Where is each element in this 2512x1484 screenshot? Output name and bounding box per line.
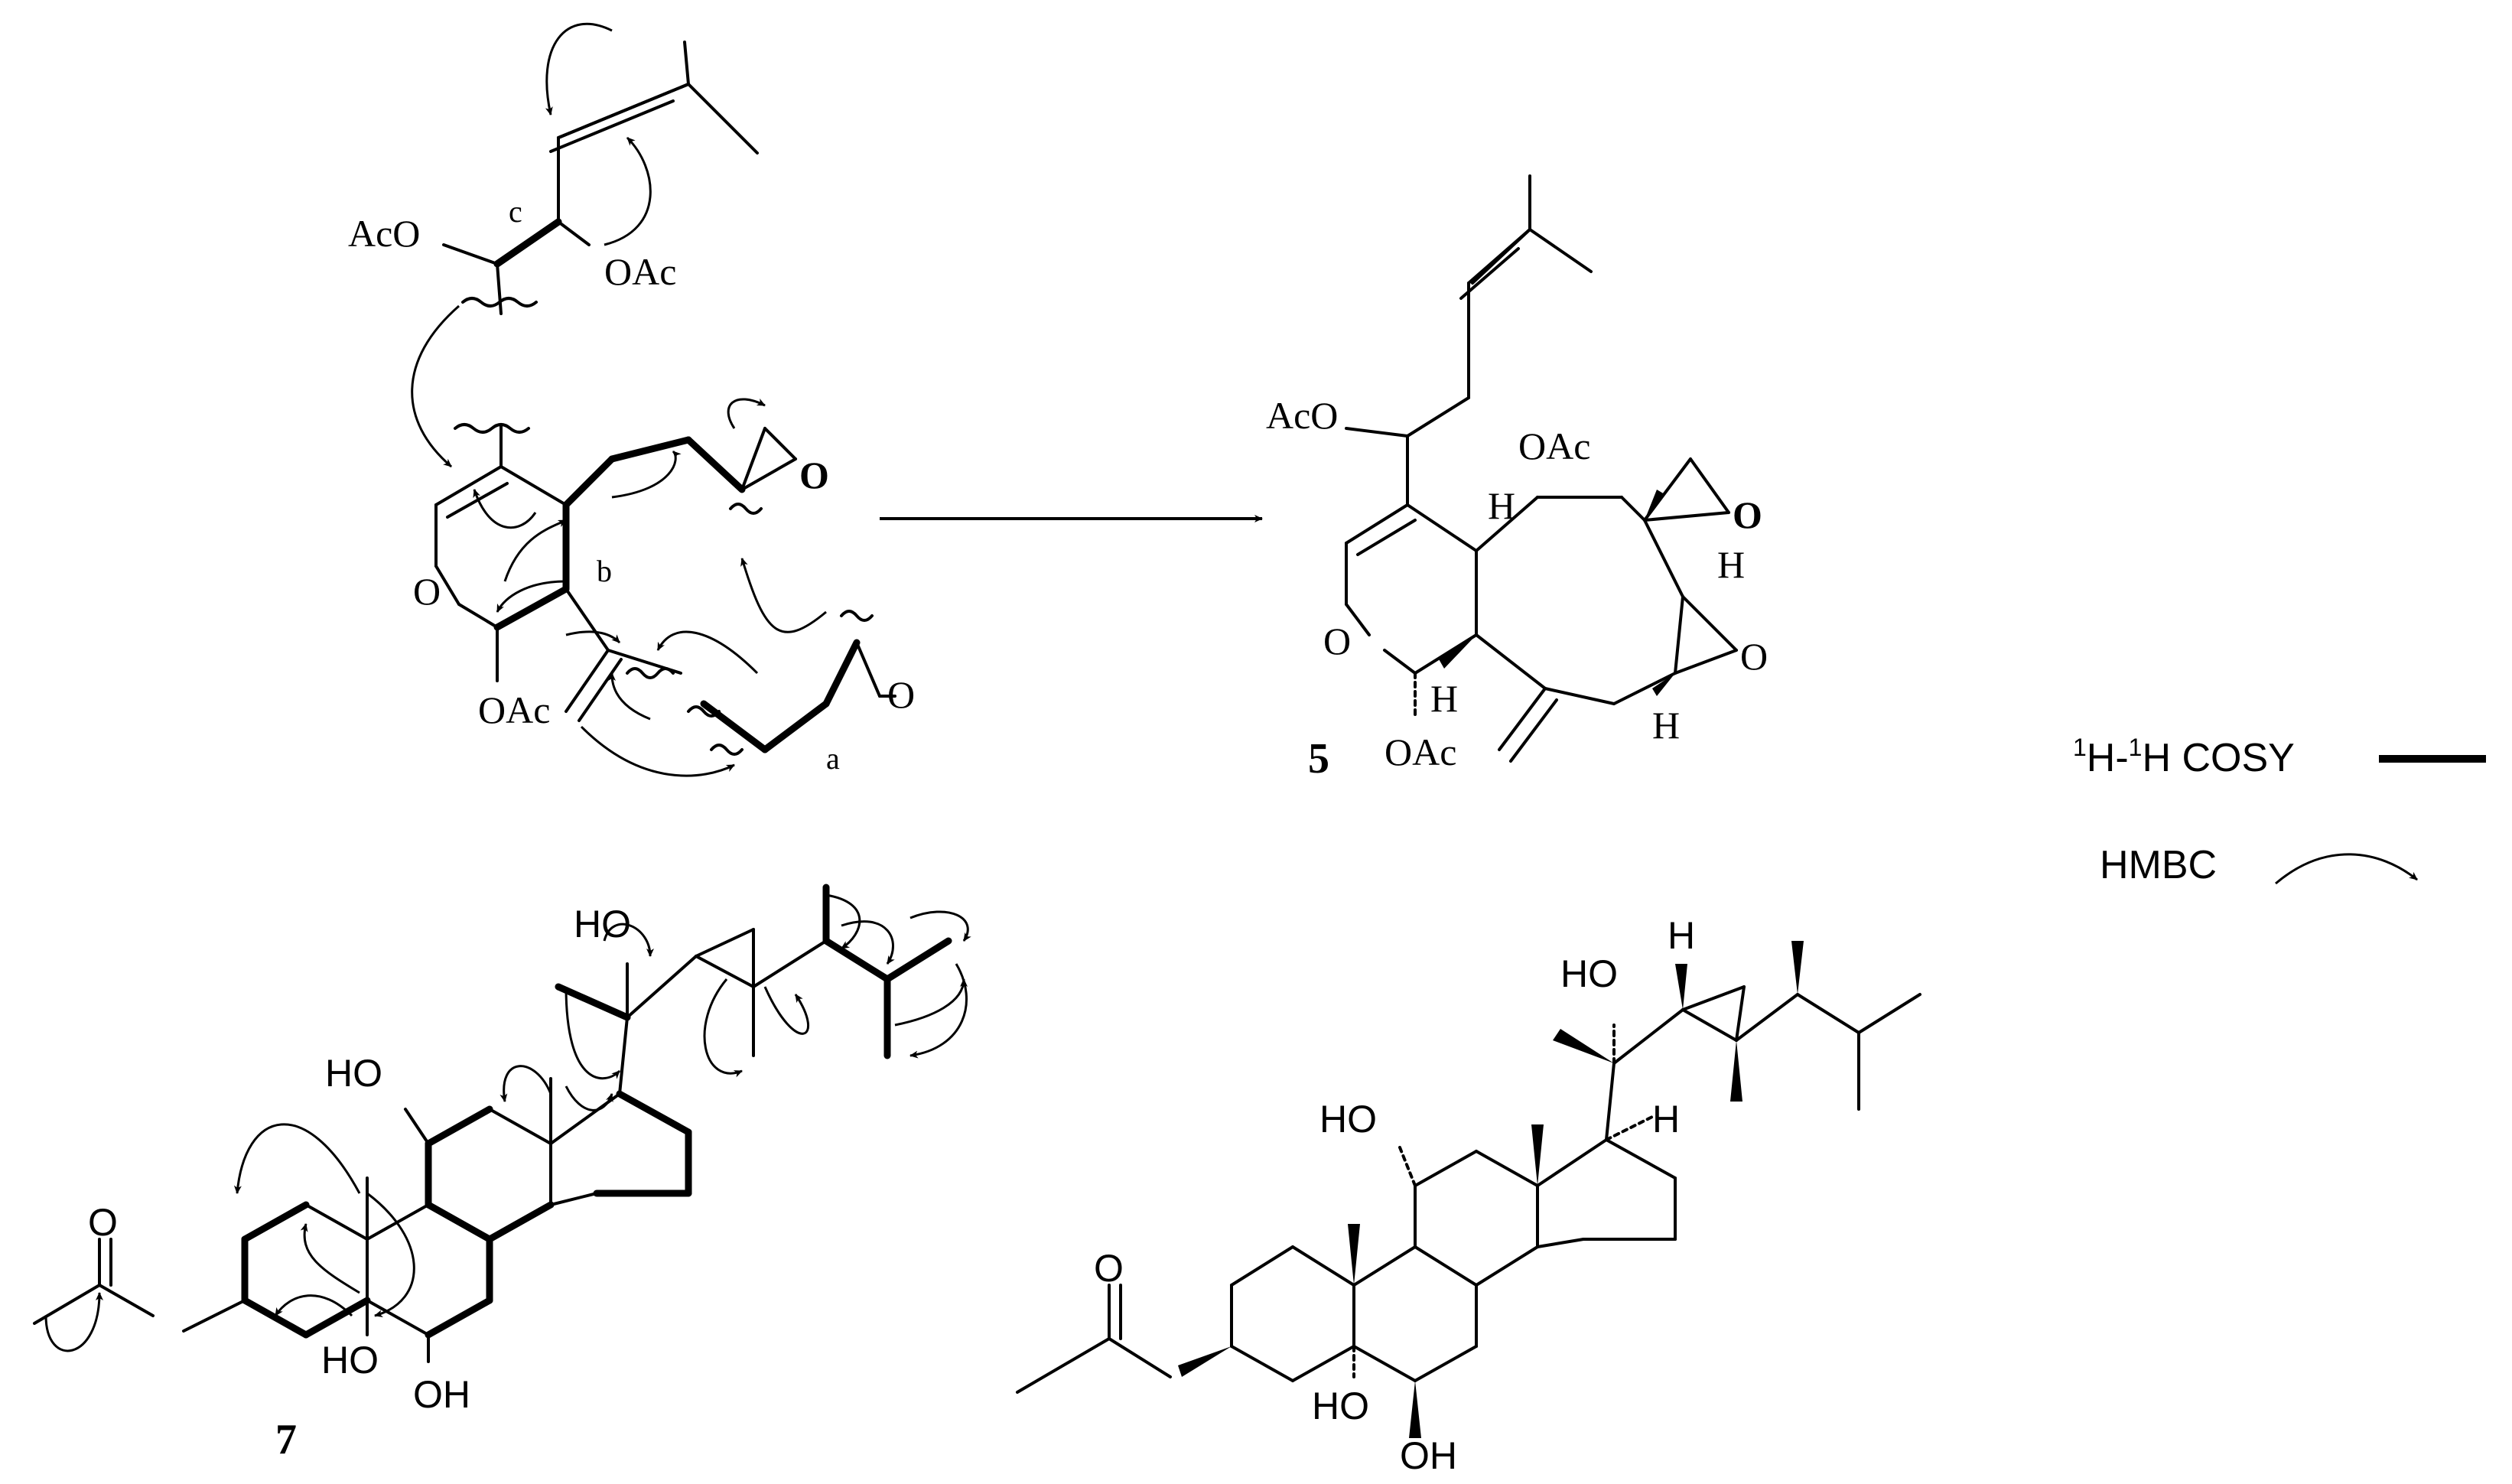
compound-5-number: 5 [1308,735,1329,783]
h-5-b: H [1717,543,1745,586]
compound-7-number: 7 [275,1416,297,1463]
compound-7-labels: HO HO O HO OH 7 [88,903,631,1463]
h-5-d: H [1652,704,1680,747]
cosy-h1: H- [2087,736,2129,780]
o-5-epoxide: O [1733,493,1762,536]
cosy-sup2: 1 [2129,734,2143,761]
cosy-sup1: 1 [2073,734,2087,761]
hmbc-arrows-compound-7 [44,893,971,1352]
compound-5-structure [1345,174,1738,763]
o-r-carbonyl: O [1094,1247,1124,1290]
fragment-b-label: b [597,554,612,588]
stereo-steroid-labels: HO H HO H O HO OH [1094,914,1695,1477]
hmbc-legend-arrow [2275,853,2418,885]
oac-5-bottom: OAc [1385,731,1456,773]
h-5-c: H [1430,677,1458,720]
h-5-a: H [1488,484,1515,527]
cosy-h2: H COSY [2142,736,2294,780]
ho-7-top: HO [574,903,631,945]
ho-7-c5: HO [321,1339,379,1381]
compound-5-wedges [1438,490,1675,696]
fragment-a-label: a [826,741,840,776]
ho-r-top: HO [1560,952,1618,995]
fragment-c-label: c [509,194,522,229]
oac-5: OAc [1518,425,1590,467]
oh-r-c6: OH [1400,1434,1457,1477]
ho-7-c11: HO [325,1052,382,1095]
hmbc-legend-label: HMBC [2100,843,2217,887]
aco-5: AcO [1266,394,1338,437]
oac-left: OAc [478,688,550,731]
oac-top: OAc [604,250,676,293]
epoxide-o-label: O [799,454,829,496]
fragment-structure [434,41,896,756]
ho-r-c5: HO [1312,1385,1369,1427]
epoxide-o2-label: O [887,673,915,716]
ring-o-5: O [1323,620,1351,662]
o-7-carbonyl: O [88,1201,118,1244]
ho-r-c11: HO [1319,1098,1377,1141]
o-5-epoxide-2: O [1740,635,1768,678]
hmbc-arrows-fragments [411,22,827,777]
svg-text:1H-1H COSY: 1H-1H COSY [2073,734,2295,780]
legend: 1H-1H COSY HMBC [2073,734,2486,887]
stereo-steroid-wedges [1178,941,1804,1438]
fragment-labels: AcO OAc c b a O O OAc O [348,194,915,776]
aco-top: AcO [348,212,420,255]
ring-o-label: O [413,570,441,613]
compound-5-labels: AcO OAc O H H O H O H OAc 5 [1266,394,1768,783]
h-r-c17: H [1652,1098,1680,1141]
h-r-top: H [1668,914,1695,957]
compound-7-structure [33,884,952,1363]
stereo-steroid-structure [1016,985,1921,1394]
oh-7-c6: OH [413,1373,470,1416]
